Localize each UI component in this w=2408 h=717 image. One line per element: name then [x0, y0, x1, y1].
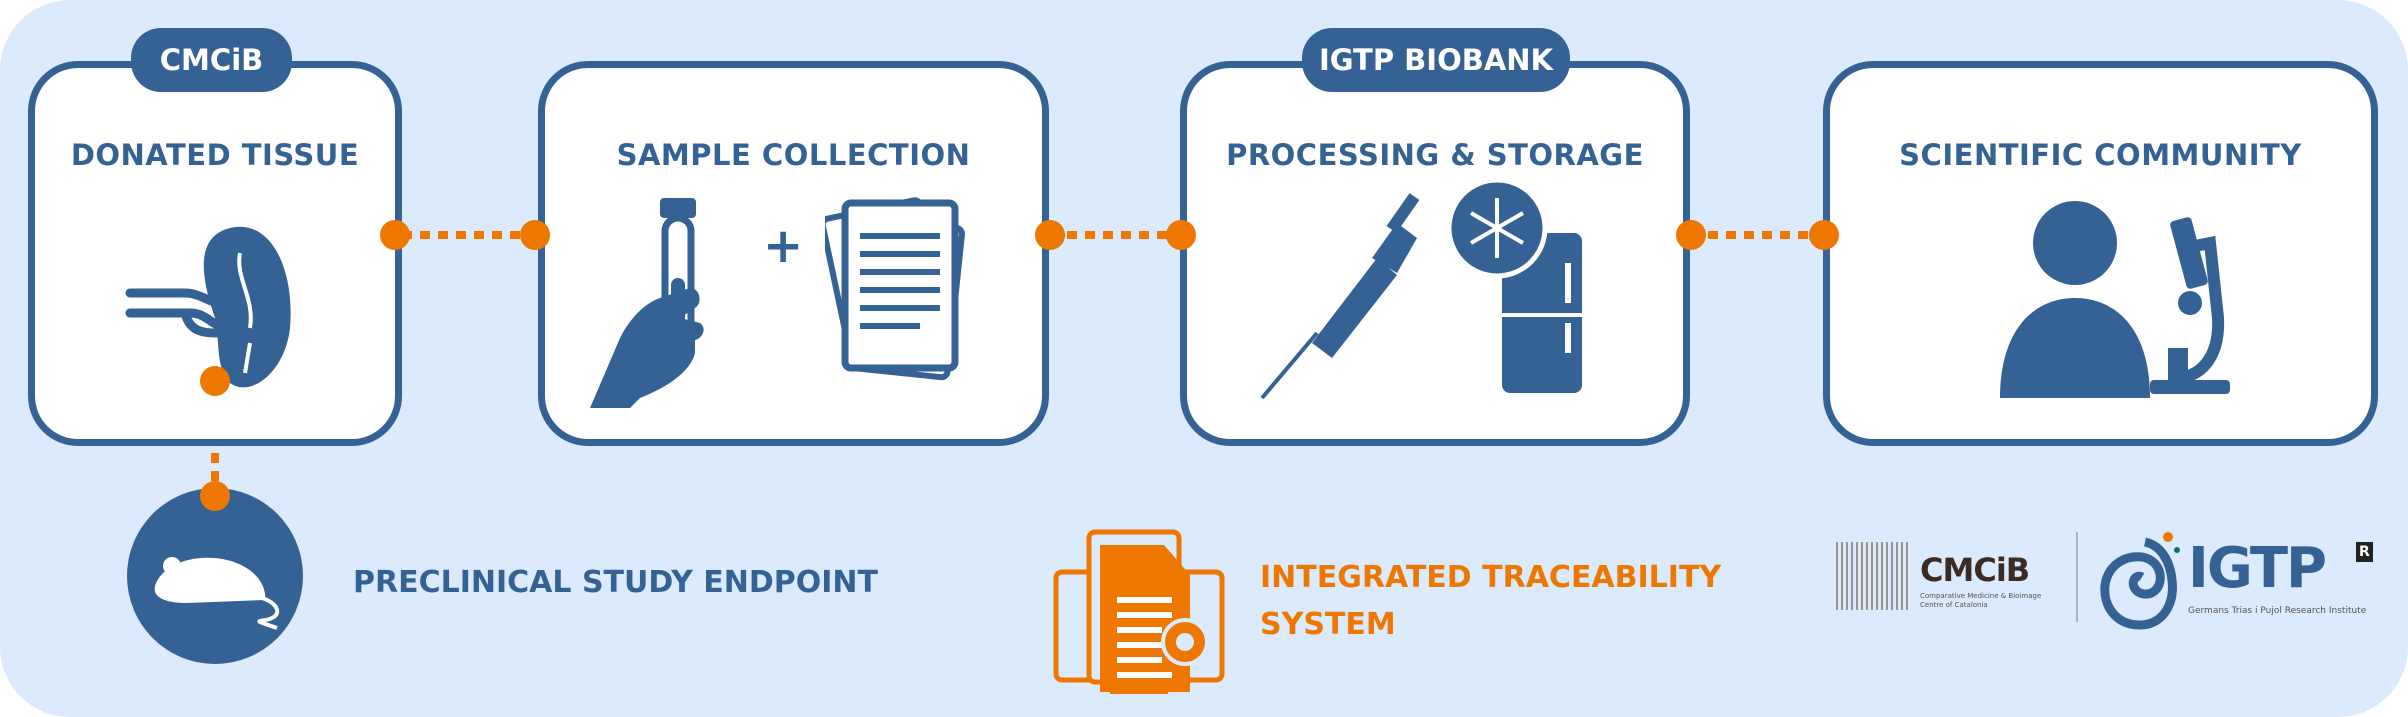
traceability-line1: INTEGRATED TRACEABILITY	[1260, 560, 1722, 595]
cmcib-logo-name: CMCiB	[1920, 551, 2030, 589]
step-processing-storage: PROCESSING & STORAGE	[1180, 61, 1690, 446]
step-title: PROCESSING & STORAGE	[1226, 138, 1644, 172]
igtp-logo-name: IGTP	[2188, 536, 2327, 601]
igtp-registered-mark: R	[2356, 542, 2373, 562]
freezer-icon	[1447, 177, 1582, 393]
documents-icon	[825, 197, 965, 381]
connector-dot	[200, 366, 230, 396]
cmcib-logo: CMCiB Comparative Medicine & Bioimage Ce…	[1836, 540, 2071, 620]
connector-dot	[520, 220, 550, 250]
cmcib-logo-subtitle: Comparative Medicine & Bioimage Centre o…	[1920, 592, 2042, 609]
connector-1-2	[402, 231, 538, 239]
badge-igtp-biobank: IGTP BIOBANK	[1302, 28, 1570, 92]
mouse-circle	[127, 488, 303, 664]
connector-dot	[1166, 220, 1196, 250]
step-title: DONATED TISSUE	[70, 138, 360, 172]
document-gear-monitor-icon	[1053, 529, 1225, 694]
step-scientific-community: SCIENTIFIC COMMUNITY	[1823, 61, 2378, 446]
badge-cmcib: CMCiB	[131, 28, 292, 92]
connector-dot	[1809, 220, 1839, 250]
connector-dot	[200, 481, 230, 511]
connector-dot	[380, 220, 410, 250]
connector-3-4	[1690, 231, 1823, 239]
igtp-spiral-mark	[2100, 532, 2180, 630]
connector-dot	[1035, 220, 1065, 250]
preclinical-endpoint-label: PRECLINICAL STUDY ENDPOINT	[353, 565, 878, 600]
step-title: SCIENTIFIC COMMUNITY	[1899, 138, 2302, 172]
cmcib-building-mark	[1836, 542, 1911, 610]
logo-divider	[2076, 532, 2078, 622]
connector-2-3	[1049, 231, 1180, 239]
scientist-microscope-icon	[2000, 201, 2230, 398]
pipette-icon	[1260, 193, 1420, 400]
traceability-line2: SYSTEM	[1260, 607, 1396, 642]
plus-sign: +	[763, 218, 804, 274]
step-sample-collection: SAMPLE COLLECTION +	[538, 61, 1049, 446]
igtp-logo: IGTP R Germans Trias i Pujol Research In…	[2100, 530, 2390, 630]
igtp-logo-subtitle: Germans Trias i Pujol Research Institute	[2188, 606, 2367, 616]
test-tube-hand-icon	[590, 198, 704, 408]
kidney-icon	[125, 226, 291, 388]
mouse-icon	[154, 557, 280, 630]
connector-dot	[1676, 220, 1706, 250]
step-title: SAMPLE COLLECTION	[616, 138, 971, 172]
